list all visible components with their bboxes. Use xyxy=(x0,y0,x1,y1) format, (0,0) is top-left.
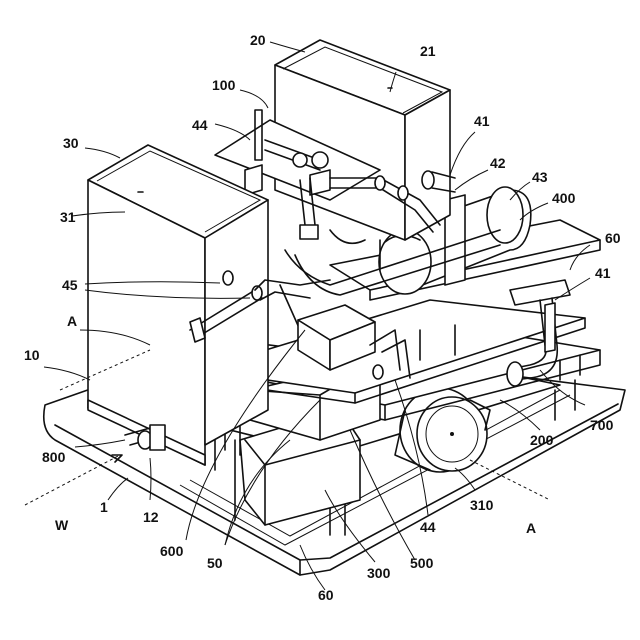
label-100: 100 xyxy=(212,77,236,93)
label-200: 200 xyxy=(530,432,554,448)
label-45: 45 xyxy=(62,277,78,293)
label-43: 43 xyxy=(532,169,548,185)
label-60-top: 60 xyxy=(605,230,621,246)
label-800: 800 xyxy=(42,449,66,465)
label-44-top: 44 xyxy=(192,117,208,133)
label-600: 600 xyxy=(160,543,184,559)
label-20: 20 xyxy=(250,32,266,48)
label-31: 31 xyxy=(60,209,76,225)
label-41-top: 41 xyxy=(474,113,490,129)
label-50: 50 xyxy=(207,555,223,571)
label-310: 310 xyxy=(470,497,494,513)
label-60-bottom: 60 xyxy=(318,587,334,603)
label-500: 500 xyxy=(410,555,434,571)
label-400: 400 xyxy=(552,190,576,206)
label-12: 12 xyxy=(143,509,159,525)
label-1: 1 xyxy=(100,499,108,515)
label-41-right: 41 xyxy=(595,265,611,281)
label-21: 21 xyxy=(420,43,436,59)
label-30: 30 xyxy=(63,135,79,151)
label-700: 700 xyxy=(590,417,614,433)
label-10: 10 xyxy=(24,347,40,363)
label-A-left: A xyxy=(67,313,77,329)
label-W: W xyxy=(55,517,69,533)
label-42: 42 xyxy=(490,155,506,171)
label-300: 300 xyxy=(367,565,391,581)
label-A-right: A xyxy=(526,520,536,536)
label-44-bottom: 44 xyxy=(420,519,436,535)
